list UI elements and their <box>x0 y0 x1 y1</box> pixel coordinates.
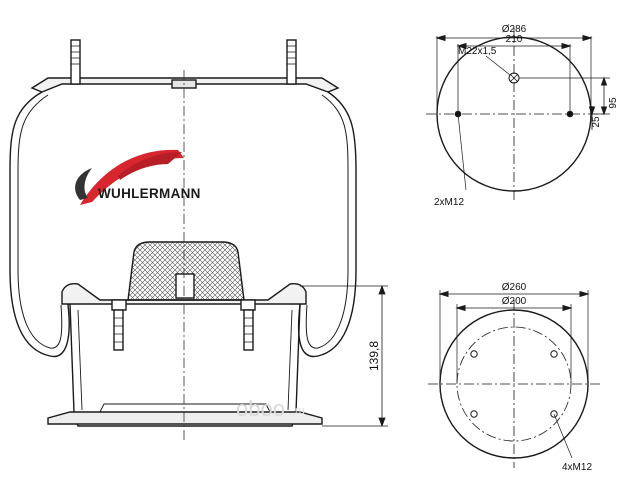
height-label: 139,8 <box>367 341 381 371</box>
top-studs-label: 2xM12 <box>434 197 464 208</box>
bolt-hole-top-right <box>550 350 558 358</box>
piston-base <box>47 411 323 425</box>
bump-stop-bore <box>175 273 195 299</box>
piston-stud-left <box>111 299 127 351</box>
bolt-hole-bottom-left <box>470 410 478 418</box>
bottom-bolts-label: 4xM12 <box>562 462 592 473</box>
bolt-hole-bottom-right <box>550 410 558 418</box>
top-plate-view <box>426 28 610 200</box>
piston-base-inner <box>99 403 271 413</box>
piston-wall-inner <box>77 309 293 411</box>
top-stud-left <box>70 39 81 85</box>
piston-stud-right <box>240 299 256 351</box>
bottom-plate-view <box>428 290 600 468</box>
top-stud-right <box>286 39 297 85</box>
center-thread-label: M22x1,5 <box>458 46 497 57</box>
bottom-bolt-circle-label: Ø200 <box>502 296 527 307</box>
top-bolt-spacing-label: 210 <box>506 34 523 45</box>
stud-hole-right <box>566 110 574 118</box>
bottom-outer-diameter-label: Ø260 <box>502 282 527 293</box>
piston-bead <box>61 282 307 305</box>
height-dimension <box>300 284 388 428</box>
offset-25-label: 25 <box>591 116 602 128</box>
bellows-inner <box>17 94 349 349</box>
bolt-hole-top-left <box>470 350 478 358</box>
side-view <box>9 39 357 440</box>
bellows-outer <box>9 91 357 358</box>
bump-stop <box>127 241 245 301</box>
brand-logo: WUHLERMANN <box>75 149 201 205</box>
brand-name: WUHLERMANN <box>98 186 201 201</box>
top-outer-diameter-label: Ø286 <box>502 24 527 35</box>
watermark: oboo <box>236 396 285 421</box>
watermark-suffix: .ru <box>292 405 305 417</box>
piston-body <box>69 303 301 427</box>
offset-95-label: 95 <box>608 97 619 109</box>
